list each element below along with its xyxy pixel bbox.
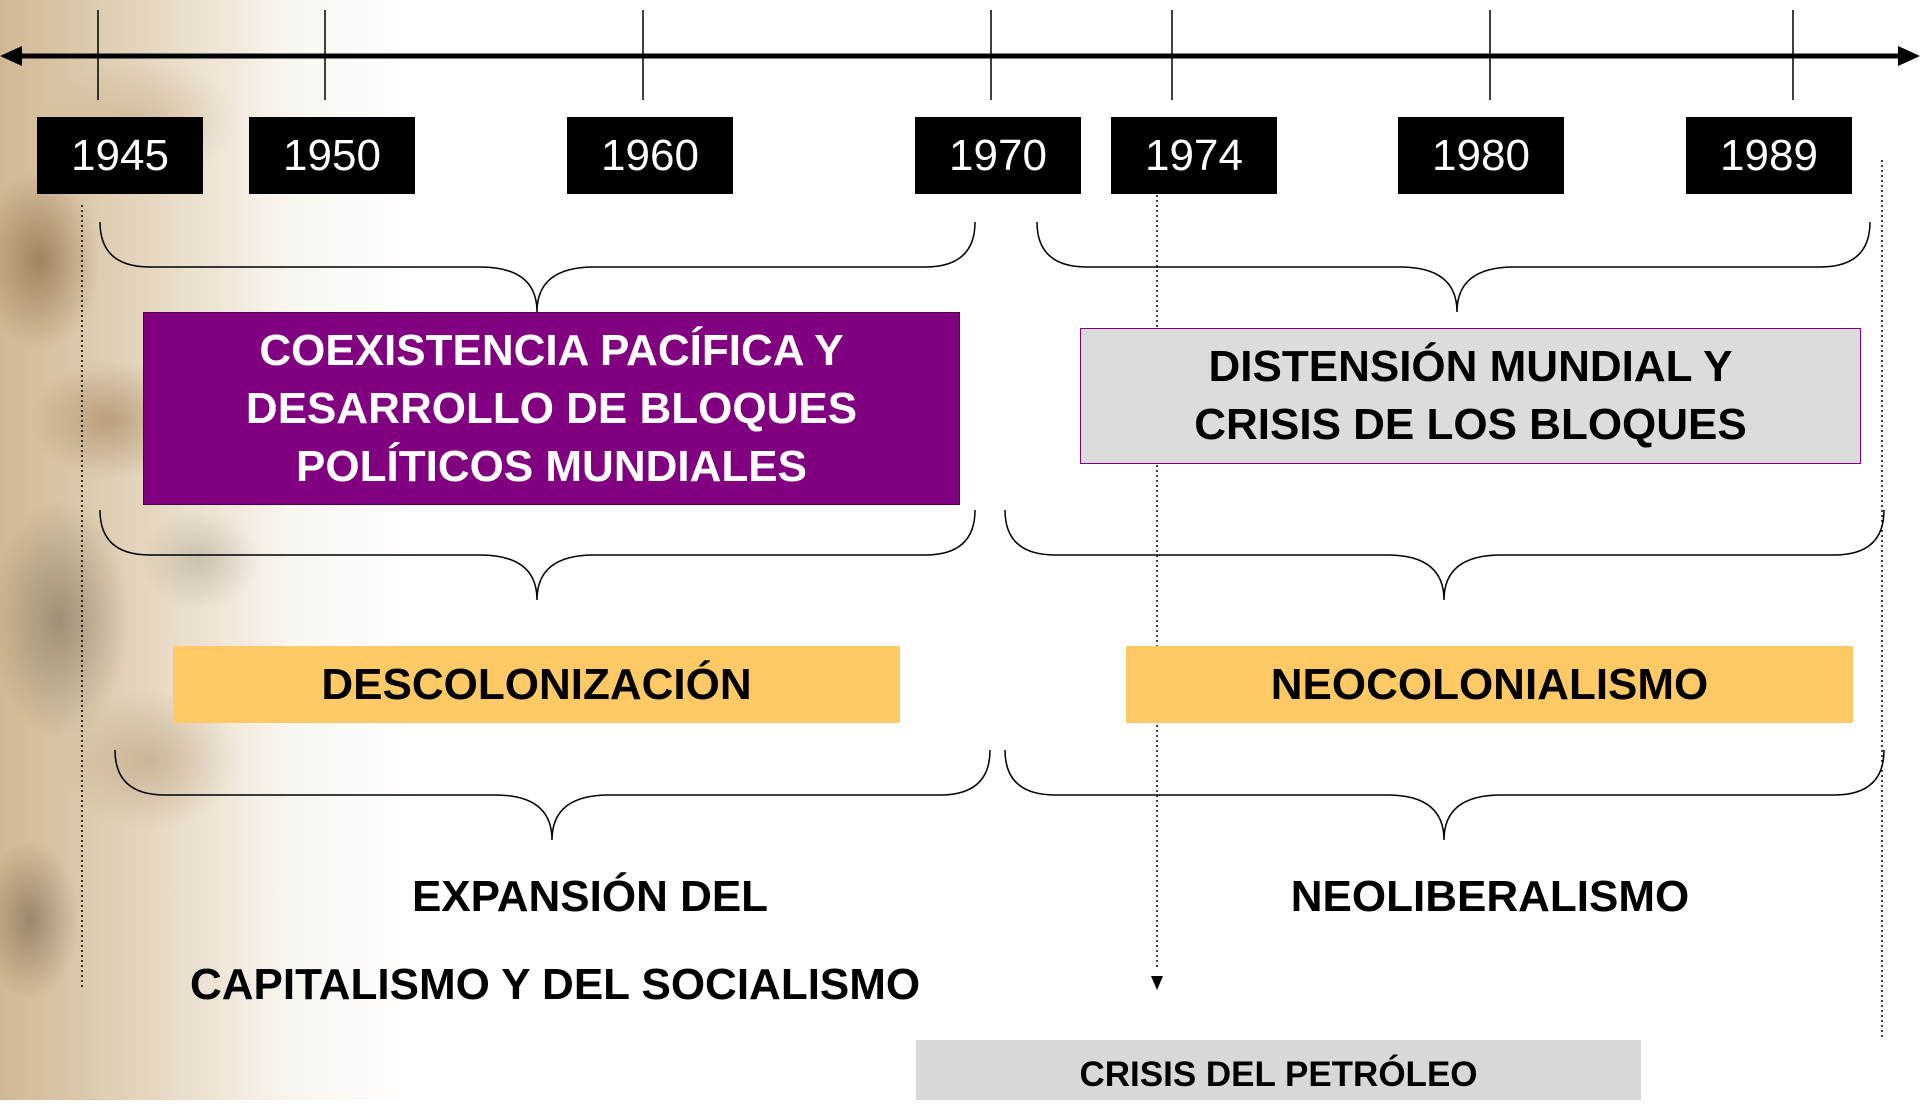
box-descolonizacion: DESCOLONIZACIÓN	[173, 646, 900, 723]
label-expansion-line1: EXPANSIÓN DEL	[411, 872, 769, 921]
period-box-coexistencia: COEXISTENCIA PACÍFICA Y DESARROLLO DE BL…	[143, 312, 960, 505]
brace-expansion	[114, 749, 991, 841]
guide-arrow-1974	[1151, 976, 1163, 990]
year-label-1980: 1980	[1398, 117, 1564, 194]
year-label-1989: 1989	[1686, 117, 1852, 194]
period-label-coexistencia: COEXISTENCIA PACÍFICA Y DESARROLLO DE BL…	[245, 325, 858, 491]
crisis-petroleo-box: CRISIS DEL PETRÓLEO	[916, 1040, 1641, 1100]
year-label-1950: 1950	[249, 117, 415, 194]
timeline-arrow-right	[1898, 46, 1920, 66]
brace-distension	[1036, 221, 1871, 313]
year-label-1945: 1945	[37, 117, 203, 194]
year-label-1970: 1970	[915, 117, 1081, 194]
year-label-1974: 1974	[1111, 117, 1277, 194]
box-neocolonialismo: NEOCOLONIALISMO	[1126, 646, 1853, 723]
brace-neoliberalismo	[1004, 749, 1885, 841]
year-label-1960: 1960	[567, 117, 733, 194]
timeline-arrow-left	[0, 46, 22, 66]
label-neoliberalismo: NEOLIBERALISMO	[1290, 872, 1690, 921]
brace-descolonizacion	[99, 509, 976, 601]
brace-neocolonialismo	[1004, 509, 1885, 601]
label-expansion-line2: CAPITALISMO Y DEL SOCIALISMO	[190, 960, 921, 1009]
brace-coexistencia	[99, 221, 976, 313]
period-box-distension: DISTENSIÓN MUNDIAL Y CRISIS DE LOS BLOQU…	[1080, 328, 1861, 464]
period-label-distension: DISTENSIÓN MUNDIAL Y CRISIS DE LOS BLOQU…	[1194, 342, 1747, 449]
